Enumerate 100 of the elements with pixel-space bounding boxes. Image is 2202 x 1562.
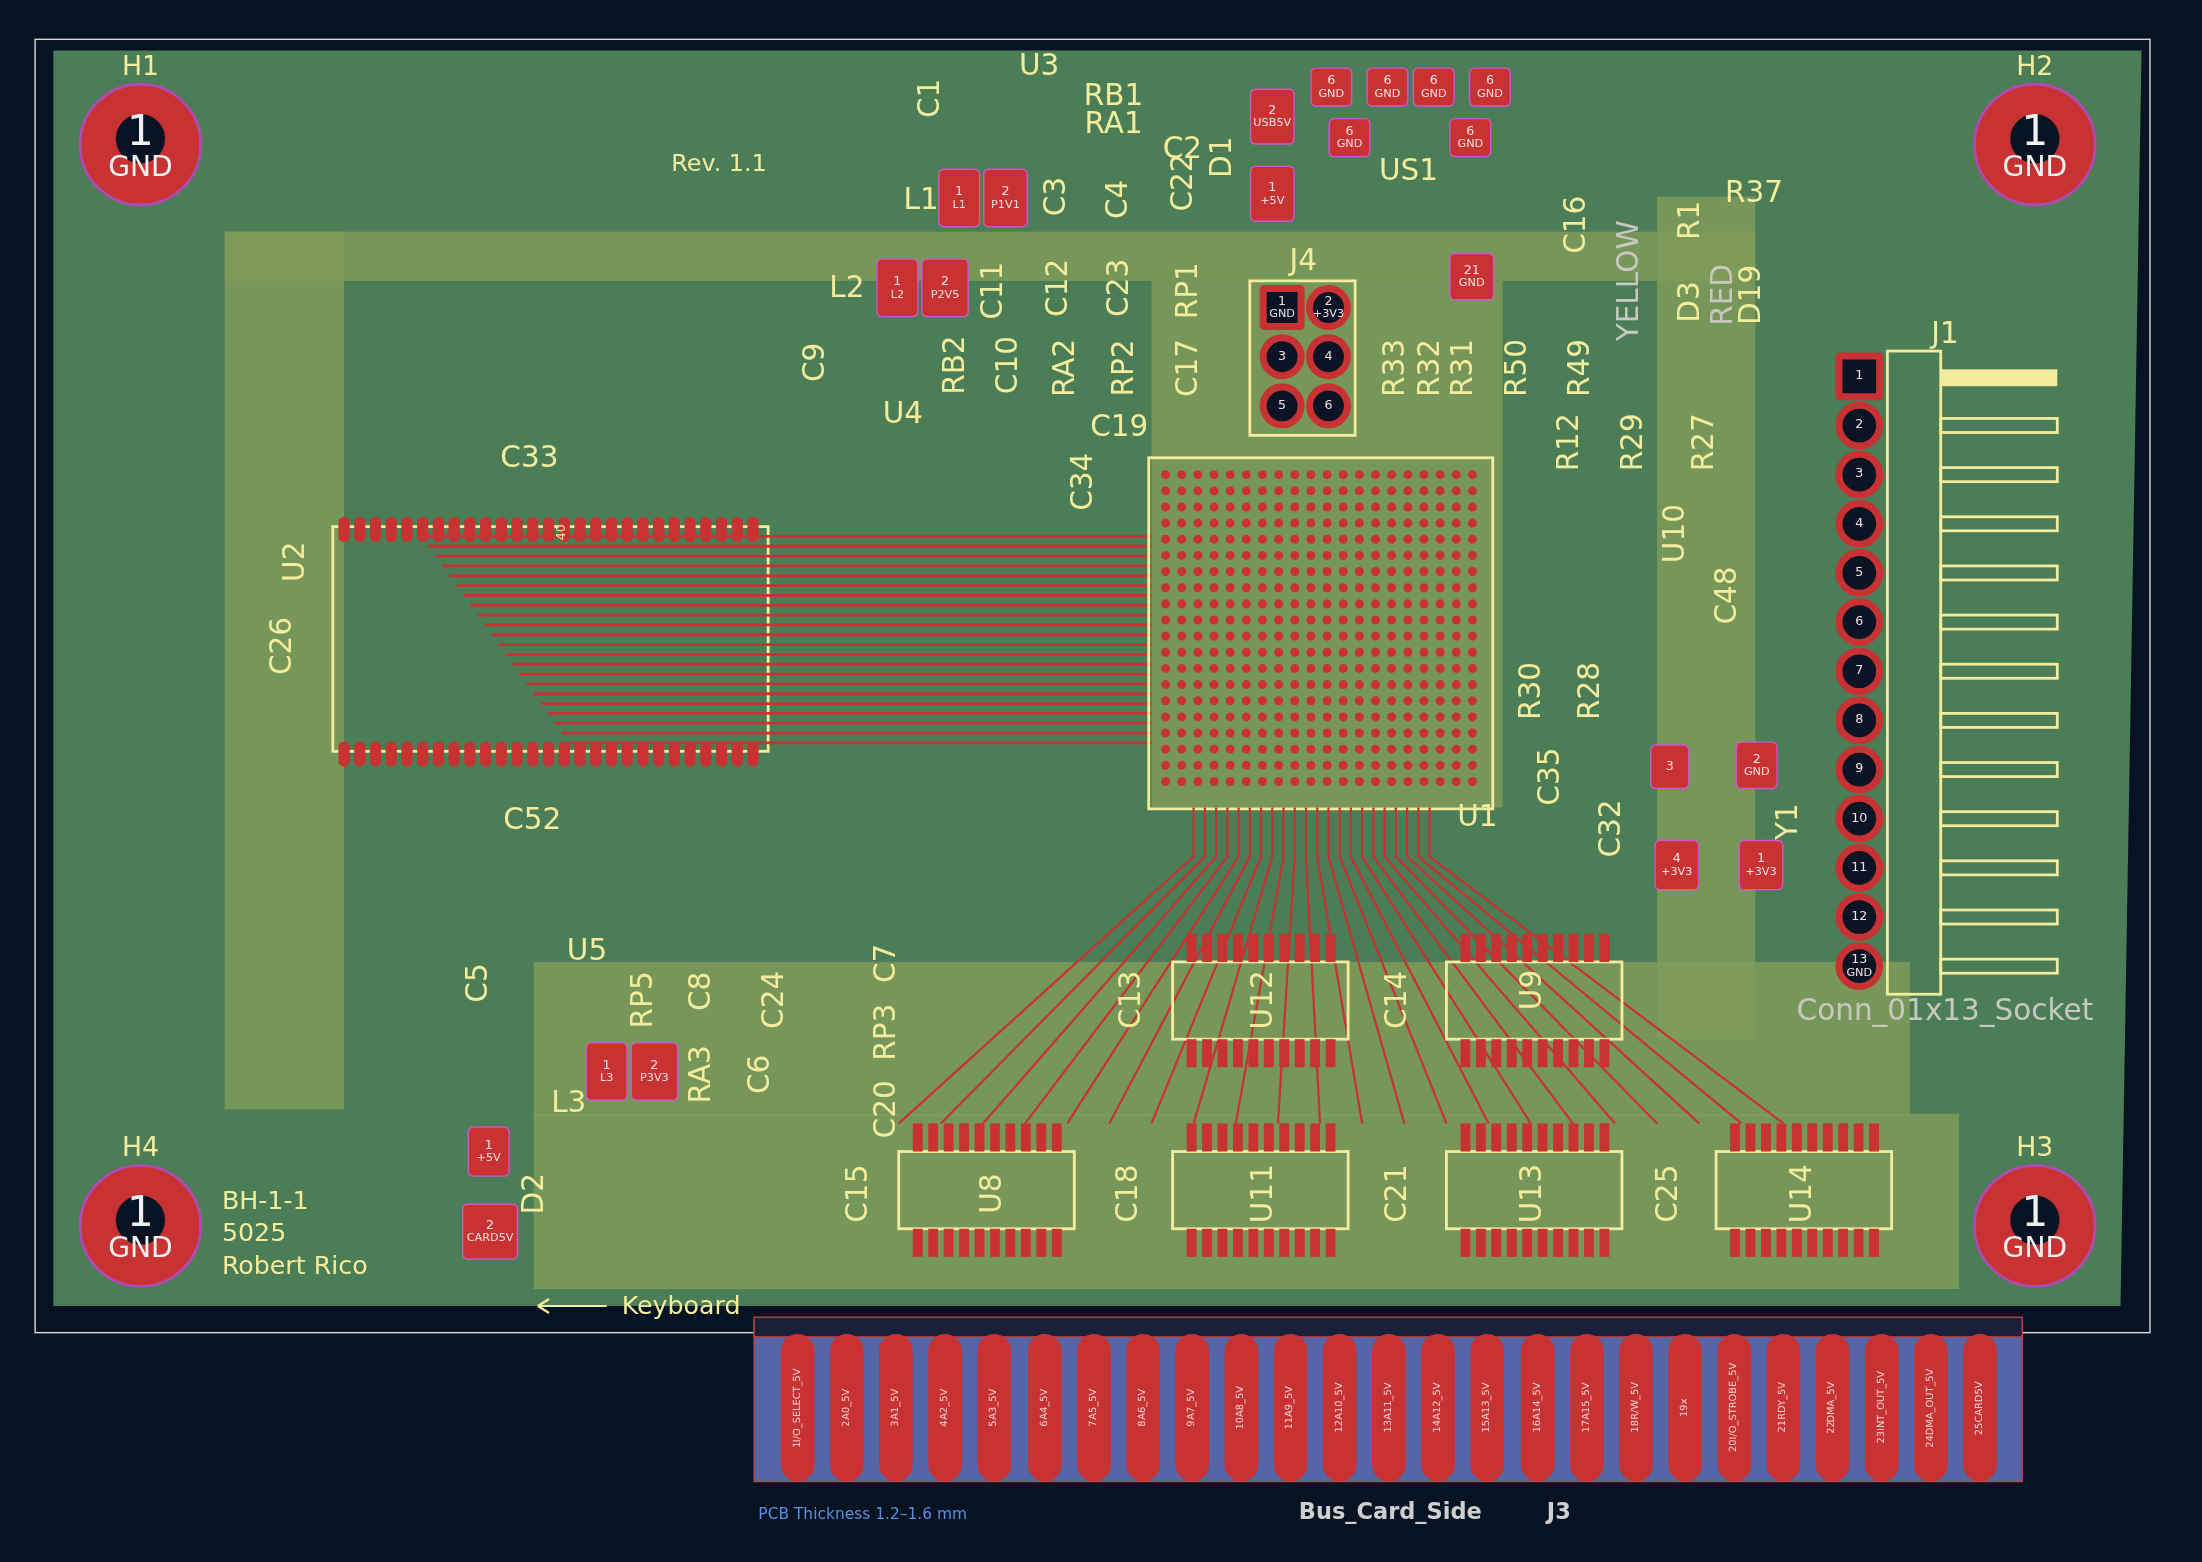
signal-name: x [1679, 1398, 1691, 1405]
pin-number: 3 [1278, 350, 1287, 364]
net-name: +3V3 [1661, 865, 1693, 878]
reference-designator: U8 [976, 1173, 1007, 1214]
smd-pad [1735, 741, 1778, 790]
reference-designator: R28 [1574, 661, 1605, 720]
pin-number: 4 [1855, 517, 1864, 531]
reference-designator: J3 [1546, 1501, 1571, 1524]
reference-designator: C10 [993, 336, 1024, 395]
pin-number: 10 [1236, 1417, 1247, 1430]
revision-text: Rev. 1.1 [671, 150, 767, 175]
smd-pad [1249, 165, 1295, 222]
smd-pad [1650, 744, 1690, 790]
signal-name: A11_5V [1383, 1382, 1395, 1421]
silkscreen-text: 5025 [221, 1220, 287, 1246]
net-name: GND [2002, 1233, 2067, 1263]
reference-designator: L3 [551, 1087, 587, 1118]
pin-number: 9 [1855, 762, 1864, 777]
pin-number: 2 [650, 1058, 659, 1073]
reference-designator: R32 [1414, 338, 1445, 397]
reference-designator: RP5 [628, 971, 658, 1029]
pin-number: 1 [2021, 1189, 2049, 1234]
pin-number: 1 [1756, 852, 1765, 866]
pin-number: 9 [1186, 1420, 1198, 1427]
edge-connector-finger [977, 1334, 1012, 1482]
pin-number: 5 [1278, 399, 1287, 413]
reference-designator: C26 [267, 616, 297, 676]
reference-designator: R50 [1501, 338, 1532, 397]
net-name: +3V3 [1745, 865, 1777, 878]
pin-number: 6 [1466, 125, 1475, 139]
pin-number: 15 [1482, 1420, 1493, 1433]
edge-connector-finger [1421, 1334, 1456, 1482]
reference-designator: U9 [1517, 969, 1547, 1011]
pin-number: 5 [1855, 566, 1864, 580]
reference-designator: H2 [2016, 52, 2054, 80]
edge-connector-finger [1865, 1334, 1899, 1482]
pin-number: 2 [1001, 185, 1010, 199]
edge-connector-finger [1618, 1334, 1653, 1482]
reference-designator: C48 [1712, 566, 1743, 625]
signal-name: CARD5V [1975, 1381, 1986, 1423]
smd-pad [1738, 839, 1784, 891]
signal-name: A9_5V [1285, 1386, 1296, 1417]
smd-pad [1249, 88, 1295, 145]
net-name: CARD5V [466, 1232, 514, 1245]
reference-designator: R27 [1688, 413, 1719, 472]
edge-connector-finger [1520, 1334, 1554, 1482]
reference-designator: C9 [799, 342, 830, 382]
reference-designator: U14 [1786, 1164, 1817, 1224]
reference-designator: D19 [1736, 264, 1766, 326]
pin-number: 8 [1855, 713, 1864, 728]
reference-designator: C16 [1560, 195, 1591, 254]
reference-designator: C7 [871, 943, 901, 984]
pin-number: 22 [1827, 1421, 1838, 1435]
signal-name: A2_5V [940, 1389, 951, 1421]
net-name: +3V3 [1312, 308, 1345, 321]
reference-designator: C8 [686, 971, 716, 1012]
net-name: USB5V [1253, 117, 1292, 130]
reference-designator: D2 [518, 1172, 549, 1215]
pin-number: 1 [893, 275, 902, 289]
pin-number: 21 [1778, 1420, 1789, 1433]
reference-designator: D1 [1207, 136, 1237, 178]
net-name: P1V1 [991, 198, 1020, 211]
pin-number: 16 [1531, 1420, 1542, 1433]
pin-number: 14 [1433, 1420, 1444, 1433]
net-name: GND [1269, 308, 1295, 321]
pin-number: 6 [1327, 74, 1336, 88]
smd-pad [876, 258, 919, 318]
pin-number: 1 [1278, 295, 1287, 309]
signal-name: INT_OUT_5V [1876, 1371, 1888, 1432]
pin-number: 1 [1855, 369, 1864, 383]
pin-number: 23 [1876, 1431, 1888, 1445]
reference-designator: C20 [871, 1080, 901, 1139]
pin-number: 24 [1926, 1434, 1937, 1448]
net-name: GND [1457, 138, 1484, 151]
edge-connector-finger [1323, 1334, 1357, 1482]
silkscreen-text: YELLOW [1614, 220, 1644, 342]
reference-designator: C21 [1382, 1164, 1412, 1223]
net-name: L3 [599, 1072, 614, 1084]
reference-designator: R29 [1618, 413, 1648, 472]
signal-name: R/W_5V [1630, 1382, 1641, 1421]
net-name: L2 [890, 288, 905, 301]
reference-designator: RA1 [1084, 108, 1143, 139]
smd-pad [938, 168, 981, 228]
pin-number: 19 [1679, 1404, 1691, 1417]
net-name: GND [1458, 277, 1485, 290]
smd-pad [1468, 67, 1512, 107]
signal-name: A14_5V [1531, 1382, 1543, 1421]
pin-number: 1 [127, 107, 154, 152]
signal-name: DMA_OUT_5V [1926, 1368, 1937, 1435]
smd-pad [630, 1042, 679, 1101]
edge-connector-finger [780, 1334, 815, 1482]
silkscreen-text: RED [1708, 264, 1738, 326]
edge-connector-finger [1569, 1334, 1604, 1482]
reference-designator: R49 [1565, 338, 1595, 397]
signal-name: A10_5V [1334, 1382, 1345, 1421]
net-name: GND [1318, 87, 1345, 100]
pin-number: 1 [1268, 181, 1277, 195]
pin-number: 2 [841, 1420, 853, 1427]
reference-designator: C18 [1112, 1164, 1143, 1223]
net-name: GND [1374, 87, 1401, 100]
